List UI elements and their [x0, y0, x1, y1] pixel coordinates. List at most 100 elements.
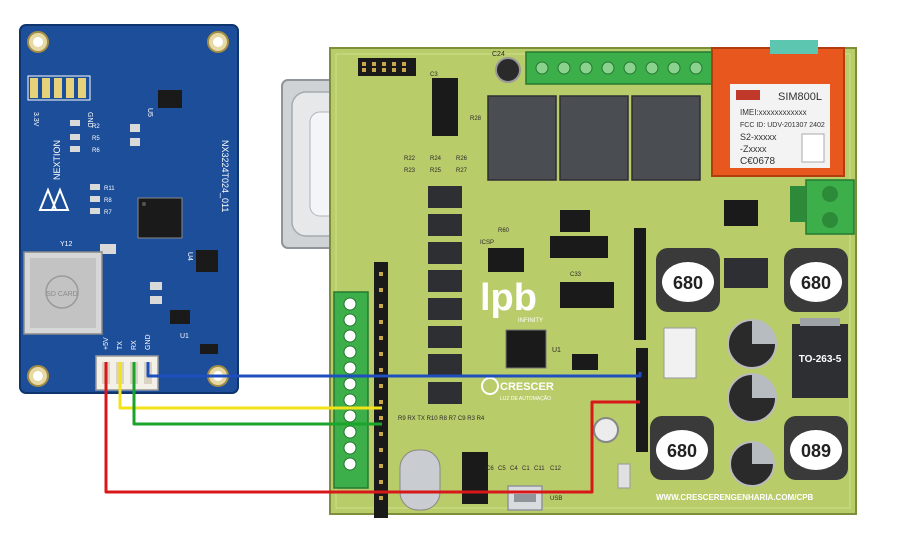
nextion-brand-label: NEXTION [52, 140, 62, 180]
label-r60: R60 [498, 228, 510, 234]
sd-card-label: SD CARD [46, 291, 78, 298]
gsm-imei: IMEI:xxxxxxxxxxxx [740, 108, 807, 117]
label-u1: U1 [552, 347, 561, 354]
sim-holder-chip [724, 200, 758, 226]
usb-label: USB [550, 496, 562, 502]
driver-column [428, 186, 462, 404]
chip-u5-board [550, 236, 608, 258]
pin-rx-label: RX [131, 340, 138, 350]
label-c6: C6 [486, 466, 494, 472]
label-r28: R28 [470, 116, 482, 122]
gsm-fcc: FCC ID: UDV-201307 2402 [740, 122, 825, 129]
label-c33: C33 [570, 272, 582, 278]
label-c1: C1 [522, 466, 530, 472]
label-c5: C5 [498, 466, 506, 472]
sd-card-slot: SD CARD [23, 251, 103, 335]
gsm-model: SIM800L [778, 91, 822, 103]
relay-1 [487, 95, 557, 181]
lpb-logo-sub: INFINITY [518, 318, 543, 324]
wire-blue [146, 362, 642, 378]
fpc-pads [27, 75, 91, 101]
resistor-label: R5 [92, 136, 100, 142]
capacitor-c24 [495, 57, 521, 83]
label-r23: R23 [404, 168, 416, 174]
top-header-pins [358, 58, 416, 76]
wire-yellow [118, 362, 382, 410]
board-mcu-chip [505, 329, 547, 369]
inductor-value: 680 [801, 273, 831, 293]
lpb-logo: lpb INFINITY [480, 277, 543, 324]
label-r25: R25 [430, 168, 442, 174]
gsm-ce: C€0678 [740, 156, 775, 167]
pin-gnd-label: GND [145, 334, 152, 350]
top-terminal-block[interactable] [525, 51, 713, 85]
board-url: WWW.CRESCERENGENHARIA.COM/CPB [656, 493, 814, 502]
y12-label: Y12 [60, 241, 73, 248]
label-c24: C24 [492, 51, 505, 58]
gsm-sn2: -Zxxxx [740, 144, 767, 154]
rail-3v3-label: 3.3V [32, 112, 39, 127]
inductor-value: 680 [667, 441, 697, 461]
resistor-label: R7 [104, 210, 112, 216]
inductor-089: 089 [784, 416, 848, 480]
gsm-module: SIM800L IMEI:xxxxxxxxxxxx FCC ID: UDV-20… [711, 40, 845, 177]
label-r24: R24 [430, 156, 442, 162]
icsp-header[interactable]: ICSP [480, 240, 524, 272]
chip-u5 [158, 90, 182, 108]
rail-gnd-label: GND [86, 112, 93, 128]
main-controller-board: C24 C3 R22 R23 R24 R25 R26 R27 R28 [329, 40, 857, 518]
crescer-brand: CRESCER [500, 381, 554, 393]
inductor-value: 680 [673, 273, 703, 293]
usb-port[interactable]: USB [507, 485, 562, 511]
inductor-680-c: 680 [650, 416, 714, 480]
inductor-680-b: 680 [784, 248, 848, 312]
right-header-pins[interactable] [634, 228, 648, 452]
tact-switch[interactable] [617, 463, 631, 489]
label-c11: C11 [534, 466, 545, 472]
wires [104, 362, 642, 494]
nextion-display-board: 3.3V GND U5 R2 R5 R6 R11 R8 R7 NEXTION N… [19, 24, 239, 394]
chip-u7 [432, 78, 458, 136]
pin-tx-label: TX [117, 341, 124, 350]
chip-l1 [724, 258, 768, 288]
reset-button[interactable] [593, 417, 619, 443]
power-terminal-block[interactable] [790, 179, 855, 235]
inductor-680-a: 680 [656, 248, 720, 312]
relay-2 [559, 95, 629, 181]
inductor-value: 089 [801, 441, 831, 461]
regulator-label: TO-263-5 [799, 354, 842, 365]
lpb-logo-text: lpb [480, 277, 537, 319]
row-labels: R9 RX TX R10 R8 R7 C9 R3 R4 [398, 416, 485, 422]
display-model-label: NX3224T024_011 [220, 140, 230, 212]
relay-3 [631, 95, 701, 181]
label-c12: C12 [550, 466, 562, 472]
wire-red [104, 362, 640, 494]
nextion-logo: NEXTION [38, 140, 70, 211]
resistor-label: R11 [104, 186, 115, 192]
label-r26: R26 [456, 156, 468, 162]
label-r22: R22 [404, 156, 416, 162]
label-icsp: ICSP [480, 240, 494, 246]
label-c4: C4 [510, 466, 518, 472]
label-c3: C3 [430, 72, 438, 78]
left-terminal-block[interactable] [333, 291, 369, 489]
label-r27: R27 [456, 168, 468, 174]
regulator-to263: TO-263-5 [792, 318, 848, 398]
chip-u8 [462, 452, 488, 504]
u1-label: U1 [180, 333, 189, 340]
crystal [399, 449, 441, 511]
resistor-label: R8 [104, 198, 112, 204]
chip-u4 [196, 250, 218, 272]
wire-green [132, 362, 382, 426]
u5-label: U5 [146, 108, 153, 117]
chip-u-driver [560, 282, 614, 308]
crescer-logo: CRESCER LUZ DE AUTOMAÇÃO [481, 377, 554, 402]
resistor-label: R2 [92, 124, 100, 130]
resistor-label: R6 [92, 148, 100, 154]
u4-label: U4 [186, 252, 193, 261]
crescer-sub: LUZ DE AUTOMAÇÃO [500, 395, 551, 402]
pin-5v-label: +5V [103, 337, 110, 350]
left-header-pins[interactable] [374, 262, 388, 518]
gsm-sn: S2-xxxxx [740, 132, 777, 142]
